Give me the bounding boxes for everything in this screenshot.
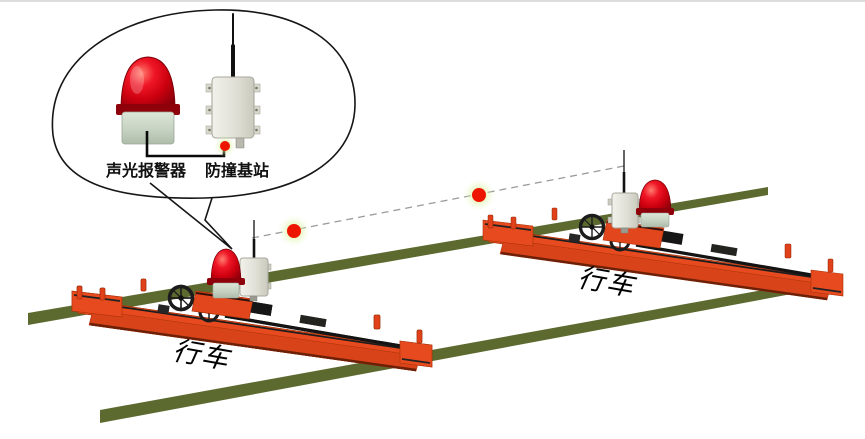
crane-left bbox=[70, 220, 434, 373]
alarm-beacon-icon bbox=[636, 179, 674, 228]
base-station-icon bbox=[205, 13, 261, 149]
callout-tail bbox=[149, 182, 233, 250]
wireless-link-dashed-line bbox=[251, 165, 625, 239]
alarm-beacon-label: 声光报警器 bbox=[105, 161, 187, 180]
signal-dot-icon bbox=[278, 215, 310, 247]
base-station-label: 防撞基站 bbox=[205, 161, 269, 180]
signal-dot-icon bbox=[463, 179, 495, 211]
rail-near bbox=[100, 276, 840, 423]
callout-outline bbox=[51, 9, 356, 199]
base-station-icon bbox=[235, 220, 272, 302]
crane-right bbox=[481, 150, 845, 302]
connector-dot-icon bbox=[214, 135, 236, 157]
alarm-beacon-icon bbox=[116, 56, 180, 145]
callout-bubble: 声光报警器 防撞基站 bbox=[51, 9, 356, 250]
alarm-beacon-icon bbox=[207, 248, 245, 299]
base-station-icon bbox=[607, 150, 641, 234]
